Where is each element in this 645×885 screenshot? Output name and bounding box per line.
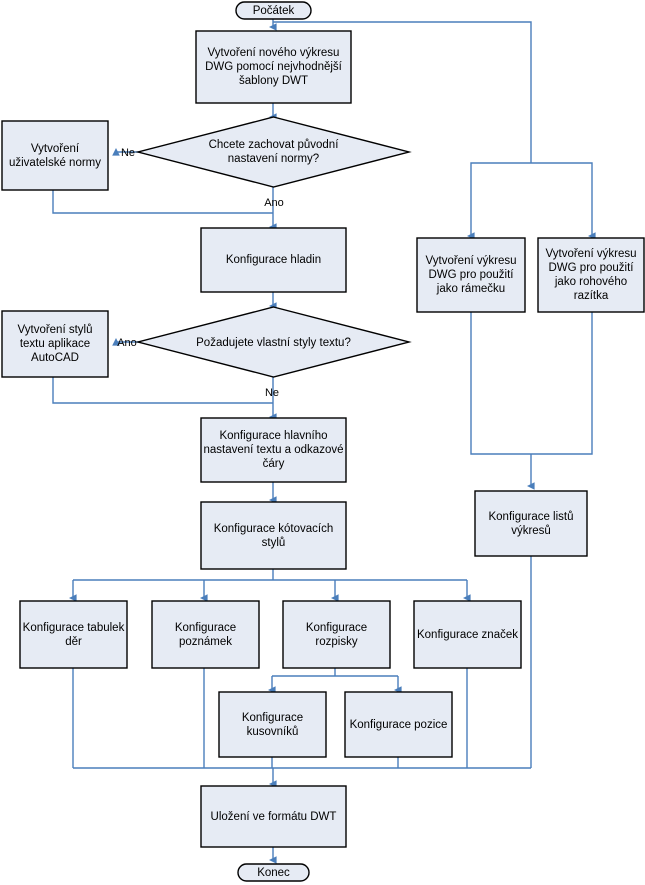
node-save-dwt[interactable]: Uložení ve formátu DWT [200,785,347,848]
node-start-label: Počátek [253,5,295,17]
node-end[interactable]: Konec [237,863,310,882]
node-user-standard[interactable]: Vytvoření uživatelské normy [1,120,109,191]
node-titleblock-cfg-label: Konfigurace rozpisky [305,621,368,648]
node-symbols[interactable]: Konfigurace značek [413,600,522,669]
node-parts-lists-label: Konfigurace kusovníků [241,711,304,738]
node-balloons[interactable]: Konfigurace pozice [344,691,453,758]
connector-branch-to-titleblock-dwg [531,162,596,240]
node-new-dwg[interactable]: Vytvoření nového výkresu DWG pomocí nejv… [195,30,352,104]
node-titleblock-cfg[interactable]: Konfigurace rozpisky [282,600,391,669]
node-notes-label: Konfigurace poznámek [174,621,237,648]
node-sheets[interactable]: Konfigurace listů výkresů [474,490,588,557]
node-want-text-styles-label: Požadujete vlastní styly textu? [196,337,351,349]
node-dim-styles-label: Konfigurace kótovacích stylů [213,522,334,549]
node-save-dwt-label: Uložení ve formátu DWT [210,810,337,823]
node-titleblock-dwg-label: Vytvoření výkresu DWG pro použití jako r… [545,248,637,302]
node-notes[interactable]: Konfigurace poznámek [151,600,260,669]
node-acad-text-styles-label: Vytvoření stylů textu aplikace AutoCAD [17,324,93,364]
connector-start-to-dwg-branch [273,21,532,163]
node-acad-text-styles[interactable]: Vytvoření stylů textu aplikace AutoCAD [1,310,109,378]
node-end-label: Konec [257,867,290,879]
connector-border-dwg-to-sheets [470,312,531,455]
node-want-text-styles[interactable]: Požadujete vlastní styly textu? [135,306,412,378]
node-border-dwg-label: Vytvoření výkresu DWG pro použití jako r… [425,255,517,295]
node-keep-standard[interactable]: Chcete zachovat původní nastavení normy? [135,116,412,188]
node-keep-standard-label: Chcete zachovat původní nastavení normy? [208,139,339,165]
node-parts-lists[interactable]: Konfigurace kusovníků [218,691,327,758]
node-balloons-label: Konfigurace pozice [349,718,448,731]
node-symbols-label: Konfigurace značek [416,628,518,641]
edge-label-decision1-no: Ne [121,147,135,159]
connector-titleblock-dwg-to-sheets [531,312,593,455]
node-border-dwg[interactable]: Vytvoření výkresu DWG pro použití jako r… [416,237,526,313]
edge-label-decision2-yes: Ano [117,337,137,349]
edge-label-decision2-no: Ne [265,387,279,399]
node-hole-tables-label: Konfigurace tabulek děr [22,621,125,648]
connector-user-standard-return [52,190,273,214]
edge-label-decision1-yes: Ano [264,197,284,209]
node-titleblock-dwg[interactable]: Vytvoření výkresu DWG pro použití jako r… [537,237,645,313]
node-user-standard-label: Vytvoření uživatelské normy [8,142,102,169]
node-main-text[interactable]: Konfigurace hlavního nastavení textu a o… [200,417,347,483]
node-new-dwg-label: Vytvoření nového výkresu DWG pomocí nejv… [205,47,342,87]
node-sheets-label: Konfigurace listů výkresů [488,510,574,537]
connector-branch-to-border-dwg [467,162,531,240]
node-layers[interactable]: Konfigurace hladin [200,227,347,293]
node-layers-label: Konfigurace hladin [225,254,322,266]
node-hole-tables[interactable]: Konfigurace tabulek děr [19,600,128,669]
connector-acad-text-styles-return [52,377,273,404]
node-main-text-label: Konfigurace hlavního nastavení textu a o… [203,430,344,470]
node-dim-styles[interactable]: Konfigurace kótovacích stylů [200,501,347,570]
node-start[interactable]: Počátek [235,1,312,20]
